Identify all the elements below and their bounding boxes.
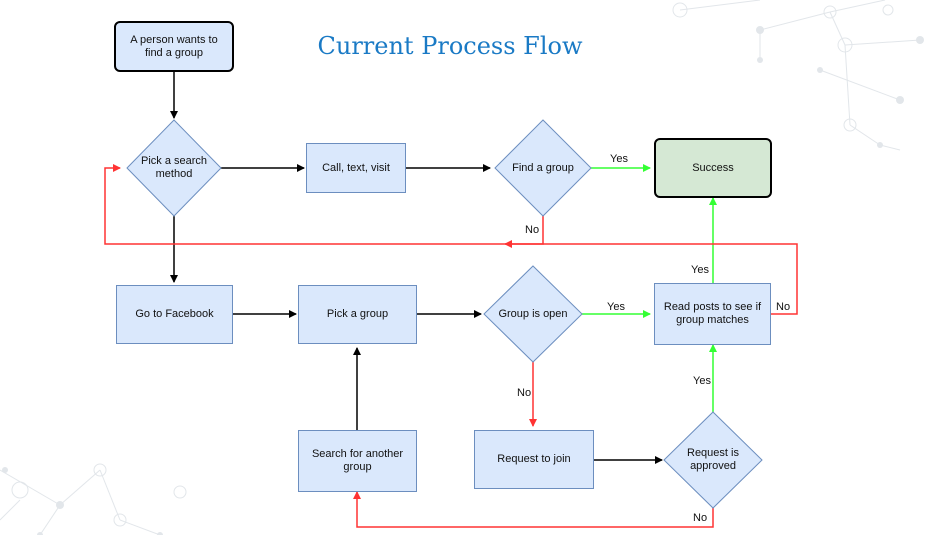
diamond-find-a-group-label: Find a group <box>512 161 574 174</box>
node-success-label: Success <box>692 161 734 174</box>
edge-label-find-no: No <box>524 224 541 236</box>
edge-label-approved-no: No <box>692 512 709 524</box>
edge-label-find-yes: Yes <box>609 153 629 165</box>
diamond-find-a-group <box>494 119 592 217</box>
edge-label-read-no: No <box>775 301 792 313</box>
page-title: Current Process Flow <box>317 32 583 60</box>
diamond-pick-search-method <box>126 119 222 217</box>
diamond-group-is-open <box>483 265 583 363</box>
edge-label-open-no: No <box>516 387 533 399</box>
node-facebook-label: Go to Facebook <box>135 308 214 320</box>
node-pick-group-label: Pick a group <box>326 308 389 320</box>
node-request-to-join: Request to join <box>474 430 594 489</box>
node-search-label: Search for another group <box>311 448 404 473</box>
node-go-to-facebook: Go to Facebook <box>116 285 233 344</box>
node-success: Success <box>654 138 772 198</box>
edge-label-open-yes: Yes <box>606 301 626 313</box>
node-start-label: A person wants to find a group <box>130 33 218 59</box>
node-call-text-visit: Call, text, visit <box>306 143 406 193</box>
diamond-request-approved <box>663 411 763 509</box>
node-search-another: Search for another group <box>298 430 417 492</box>
node-request-label: Request to join <box>497 453 571 465</box>
node-read-posts: Read posts to see if group matches <box>654 283 771 345</box>
diamond-group-is-open-label: Group is open <box>498 307 568 320</box>
edge-find-no <box>104 164 544 245</box>
edge-label-read-yes: Yes <box>690 264 710 276</box>
node-pick-a-group: Pick a group <box>298 285 417 344</box>
edge-label-approved-yes: Yes <box>692 375 712 387</box>
edge-approved-no <box>353 491 714 528</box>
node-start: A person wants to find a group <box>114 21 234 72</box>
node-call-label: Call, text, visit <box>322 161 390 174</box>
diamond-pick-search-method-label: Pick a search method <box>140 155 208 180</box>
diamond-request-approved-label: Request is approved <box>687 447 739 472</box>
node-read-posts-label: Read posts to see if group matches <box>663 301 762 326</box>
edge-read-no <box>504 240 798 315</box>
